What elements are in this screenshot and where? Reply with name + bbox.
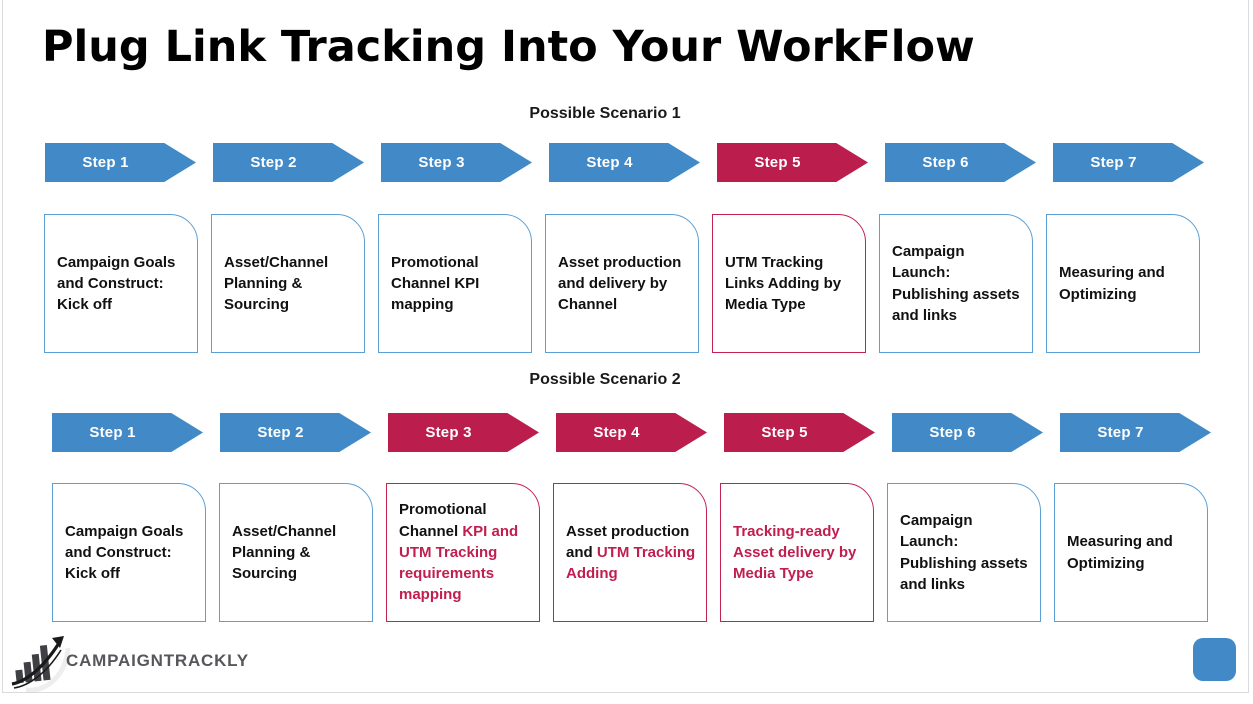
step-card-text-segment: Campaign Launch: Publishing assets and l… <box>900 511 1028 593</box>
step-card-text-segment: UTM Tracking Links Adding by Media Type <box>725 253 842 314</box>
step-arrow-row: Step 1 Step 2 Step 3 Step 4 Step 5 Step 6 Step… <box>52 413 1211 452</box>
step-card: Campaign Goals and Construct: Kick off <box>44 214 198 353</box>
step-card: Asset production and delivery by Channel <box>545 214 699 353</box>
step-arrow: Step 1 <box>45 143 196 182</box>
step-card-text: Asset/Channel Planning & Sourcing <box>232 521 364 585</box>
step-arrow: Step 2 <box>220 413 371 452</box>
step-arrow-label: Step 2 <box>250 154 297 171</box>
step-card: Promotional Channel KPI and UTM Tracking… <box>386 483 540 622</box>
step-card-text: Campaign Launch: Publishing assets and l… <box>900 510 1032 595</box>
step-arrow: Step 4 <box>549 143 700 182</box>
step-card-text-segment: Campaign Launch: Publishing assets and l… <box>892 242 1020 324</box>
step-card-text-segment: Promotional Channel KPI mapping <box>391 253 480 314</box>
step-arrow: Step 4 <box>556 413 707 452</box>
step-card-row: Campaign Goals and Construct: Kick off As… <box>52 483 1208 622</box>
step-card-text: Campaign Goals and Construct: Kick off <box>65 521 197 585</box>
step-arrow: Step 5 <box>717 143 868 182</box>
step-arrow: Step 2 <box>213 143 364 182</box>
step-card-text-segment: Tracking-ready Asset delivery by Media T… <box>733 522 857 583</box>
step-card-row: Campaign Goals and Construct: Kick off As… <box>44 214 1200 353</box>
step-card-text: Tracking-ready Asset delivery by Media T… <box>733 521 865 585</box>
scenario-label: Possible Scenario 1 <box>529 105 681 122</box>
step-arrow: Step 3 <box>381 143 532 182</box>
step-card: UTM Tracking Links Adding by Media Type <box>712 214 866 353</box>
step-card: Promotional Channel KPI mapping <box>378 214 532 353</box>
step-card-text: UTM Tracking Links Adding by Media Type <box>725 252 857 316</box>
step-card: Asset/Channel Planning & Sourcing <box>211 214 365 353</box>
step-card-text: Asset production and UTM Tracking Adding <box>566 521 698 585</box>
step-card-text: Campaign Goals and Construct: Kick off <box>57 252 189 316</box>
step-card-text-segment: UTM Tracking Adding <box>566 543 696 583</box>
step-card-text-segment: Measuring and Optimizing <box>1067 533 1173 572</box>
step-card: Measuring and Optimizing <box>1054 483 1208 622</box>
scenario-label: Possible Scenario 2 <box>529 371 681 388</box>
step-arrow-row: Step 1 Step 2 Step 3 Step 4 Step 5 Step 6 Step… <box>45 143 1204 182</box>
step-card-text: Measuring and Optimizing <box>1059 262 1191 305</box>
step-card-text-segment: Promotional Channel <box>399 501 487 540</box>
page-title: Plug Link Tracking Into Your WorkFlow <box>42 22 975 72</box>
step-card-text-segment: Asset/Channel Planning & Sourcing <box>232 522 337 583</box>
step-arrow: Step 7 <box>1060 413 1211 452</box>
step-card: Campaign Launch: Publishing assets and l… <box>887 483 1041 622</box>
step-arrow: Step 6 <box>885 143 1036 182</box>
step-card-text-segment: Measuring and Optimizing <box>1059 264 1165 303</box>
step-card: Tracking-ready Asset delivery by Media T… <box>720 483 874 622</box>
step-arrow-label: Step 1 <box>89 424 136 441</box>
step-arrow-label: Step 5 <box>761 424 808 441</box>
step-arrow-label: Step 4 <box>586 154 633 171</box>
step-card: Campaign Launch: Publishing assets and l… <box>879 214 1033 353</box>
step-card-text-segment: Asset/Channel Planning & Sourcing <box>224 253 329 314</box>
step-arrow: Step 5 <box>724 413 875 452</box>
step-card: Asset/Channel Planning & Sourcing <box>219 483 373 622</box>
step-card-text: Campaign Launch: Publishing assets and l… <box>892 241 1024 326</box>
step-arrow: Step 3 <box>388 413 539 452</box>
blue-rounded-square-shape <box>1193 638 1236 681</box>
step-arrow: Step 7 <box>1053 143 1204 182</box>
step-card: Asset production and UTM Tracking Adding <box>553 483 707 622</box>
step-arrow-label: Step 3 <box>418 154 465 171</box>
step-arrow-label: Step 3 <box>425 424 472 441</box>
step-card-text: Promotional Channel KPI mapping <box>391 252 523 316</box>
step-card-text-segment: Campaign Goals and Construct: Kick off <box>57 253 176 314</box>
step-card-text-segment: Asset production and delivery by Channel <box>558 253 682 314</box>
step-card: Measuring and Optimizing <box>1046 214 1200 353</box>
step-card-text: Promotional Channel KPI and UTM Tracking… <box>399 499 531 605</box>
step-arrow-label: Step 2 <box>257 424 304 441</box>
step-card-text: Measuring and Optimizing <box>1067 531 1199 574</box>
brand-logo: CAMPAIGNTRACKLY <box>8 626 249 696</box>
step-arrow-label: Step 7 <box>1097 424 1144 441</box>
bar-chart-arrow-icon <box>11 636 71 693</box>
step-card: Campaign Goals and Construct: Kick off <box>52 483 206 622</box>
step-card-text: Asset production and delivery by Channel <box>558 252 690 316</box>
step-arrow-label: Step 6 <box>929 424 976 441</box>
step-arrow-label: Step 4 <box>593 424 640 441</box>
step-card-text-segment: Campaign Goals and Construct: Kick off <box>65 522 184 583</box>
step-arrow: Step 1 <box>52 413 203 452</box>
step-arrow-label: Step 1 <box>82 154 129 171</box>
step-card-text-segment: KPI and UTM Tracking requirements mappin… <box>399 522 519 604</box>
step-arrow-label: Step 5 <box>754 154 801 171</box>
step-card-text-segment: Asset production and <box>566 522 690 561</box>
brand-name: CAMPAIGNTRACKLY <box>66 651 249 670</box>
step-card-text: Asset/Channel Planning & Sourcing <box>224 252 356 316</box>
step-arrow: Step 6 <box>892 413 1043 452</box>
step-arrow-label: Step 6 <box>922 154 969 171</box>
step-arrow-label: Step 7 <box>1090 154 1137 171</box>
